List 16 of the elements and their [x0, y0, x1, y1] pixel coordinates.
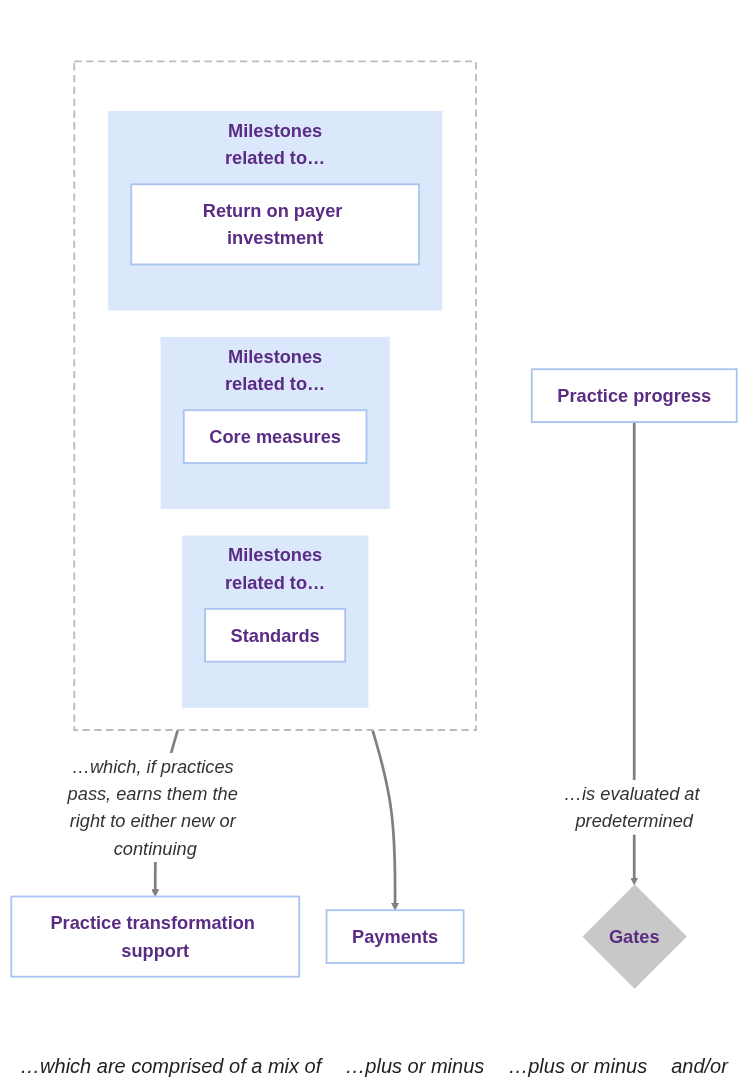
edge-label: …is evaluated at predetermined: [563, 783, 700, 831]
node-box: Core measures: [182, 408, 368, 464]
arrow: [371, 729, 400, 911]
node-box: Return on payer investment: [130, 183, 420, 266]
node-box: Practice progress: [530, 367, 738, 423]
node-box: Standards: [204, 607, 347, 663]
node-box: Payments: [325, 908, 465, 964]
node-diamond: Gates: [582, 884, 687, 989]
node-box: Practice transformation support: [10, 895, 301, 978]
note-text: …plus or minus: [508, 1055, 648, 1078]
note-text: …plus or minus: [345, 1055, 485, 1078]
note-text: …which are comprised of a mix of: [20, 1055, 322, 1078]
cluster: [73, 60, 477, 731]
note-text: and/or: [671, 1055, 728, 1078]
edge-label: …which, if practices pass, earns them the right to either new or continuing: [67, 756, 238, 859]
arrow: [630, 421, 639, 885]
